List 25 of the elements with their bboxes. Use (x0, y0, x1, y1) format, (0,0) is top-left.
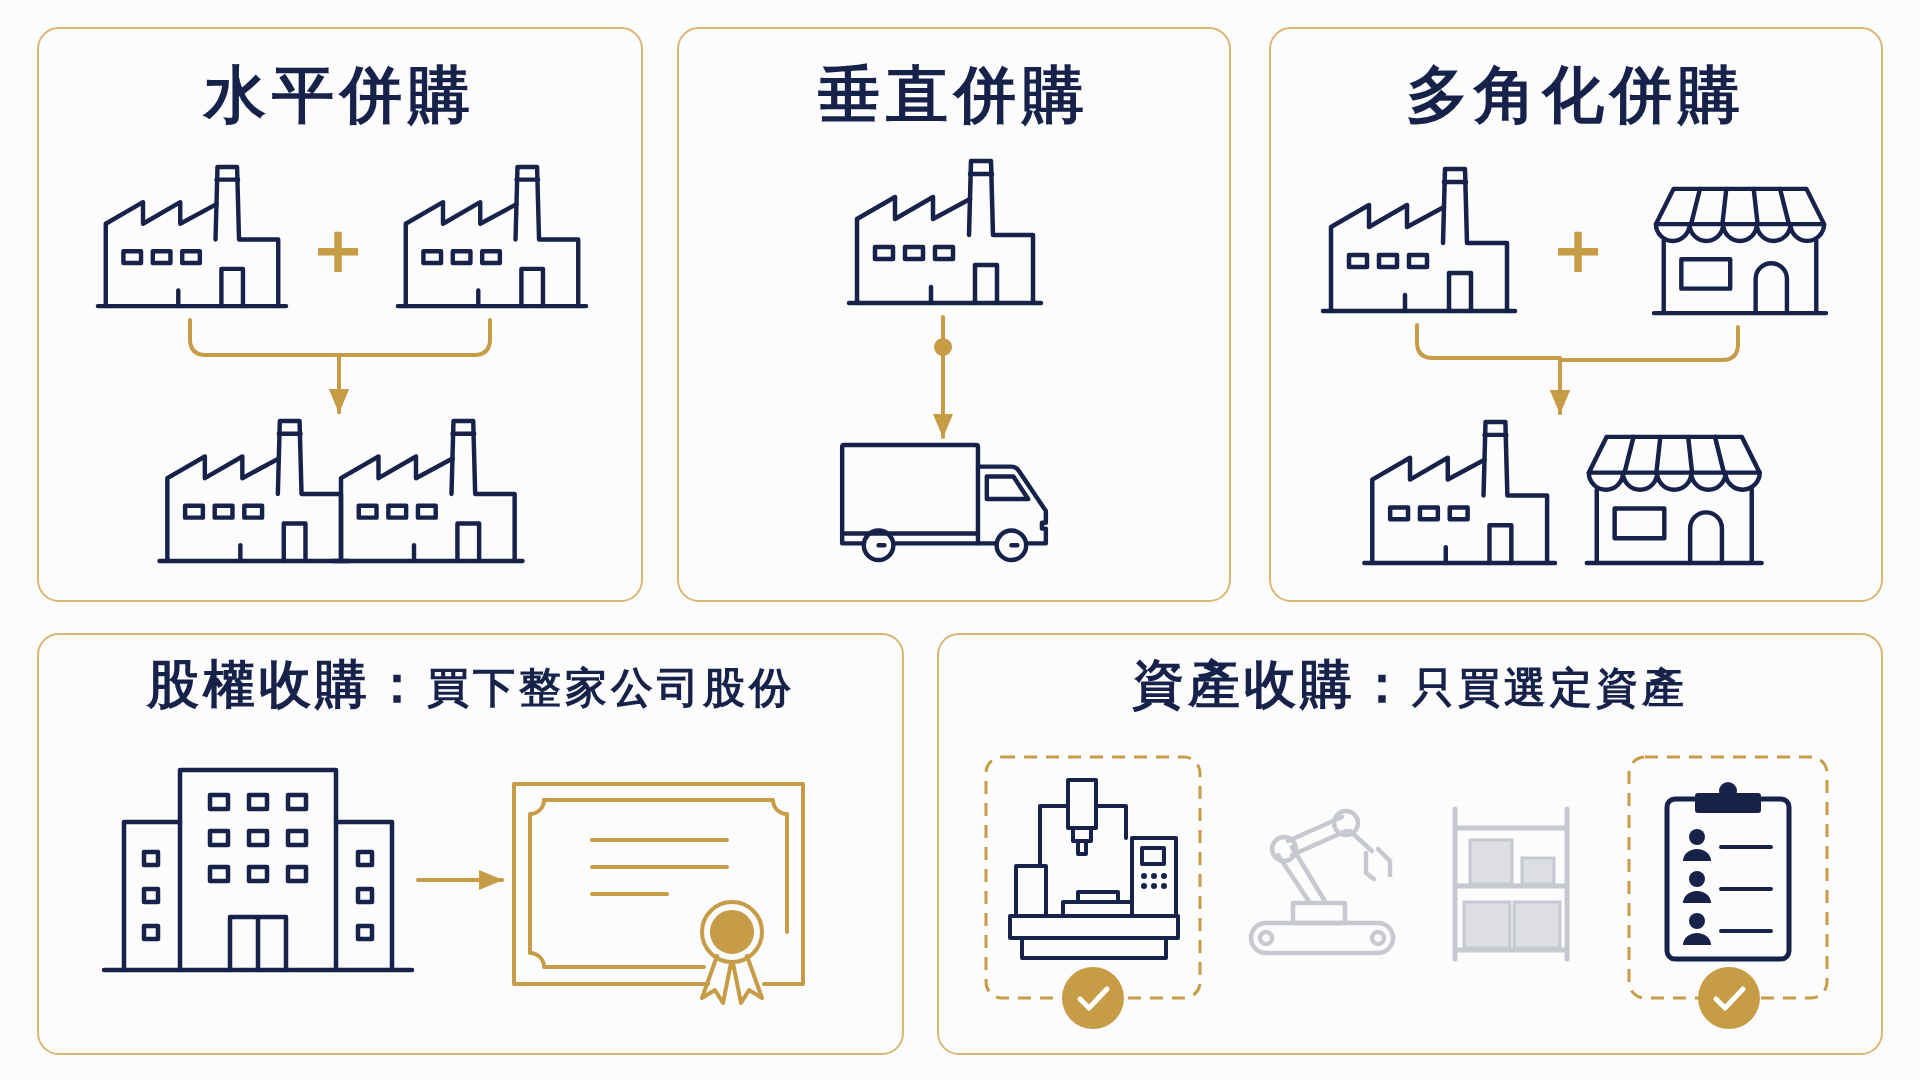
factory-icon (394, 163, 590, 310)
arrow (329, 318, 492, 414)
panel-title: 多角化併購 (1406, 59, 1746, 131)
panel-title: 資產收購：只買選定資產 (1132, 655, 1688, 715)
two-factories-icon (155, 417, 527, 565)
truck-icon (839, 442, 1051, 565)
panel (37, 27, 643, 602)
shop-icon (1652, 185, 1828, 317)
panel-title: 股權收購：買下整家公司股份 (146, 655, 795, 715)
office-building-icon (102, 767, 414, 972)
panel-title: 垂直併購 (818, 59, 1090, 131)
panel (37, 633, 904, 1055)
factory-and-shop-icon (1360, 418, 1764, 567)
panel (1269, 27, 1883, 602)
panel (677, 27, 1231, 602)
certificate-icon (512, 782, 805, 1007)
factory-icon (94, 163, 290, 310)
factory-icon (1319, 165, 1519, 315)
factory-icon (845, 157, 1045, 307)
plus-sign: + (311, 218, 365, 282)
panel (937, 633, 1883, 1055)
panel-title: 水平併購 (204, 59, 476, 131)
plus-sign: + (1551, 218, 1605, 282)
arrow (933, 315, 953, 439)
arrow (416, 870, 504, 890)
